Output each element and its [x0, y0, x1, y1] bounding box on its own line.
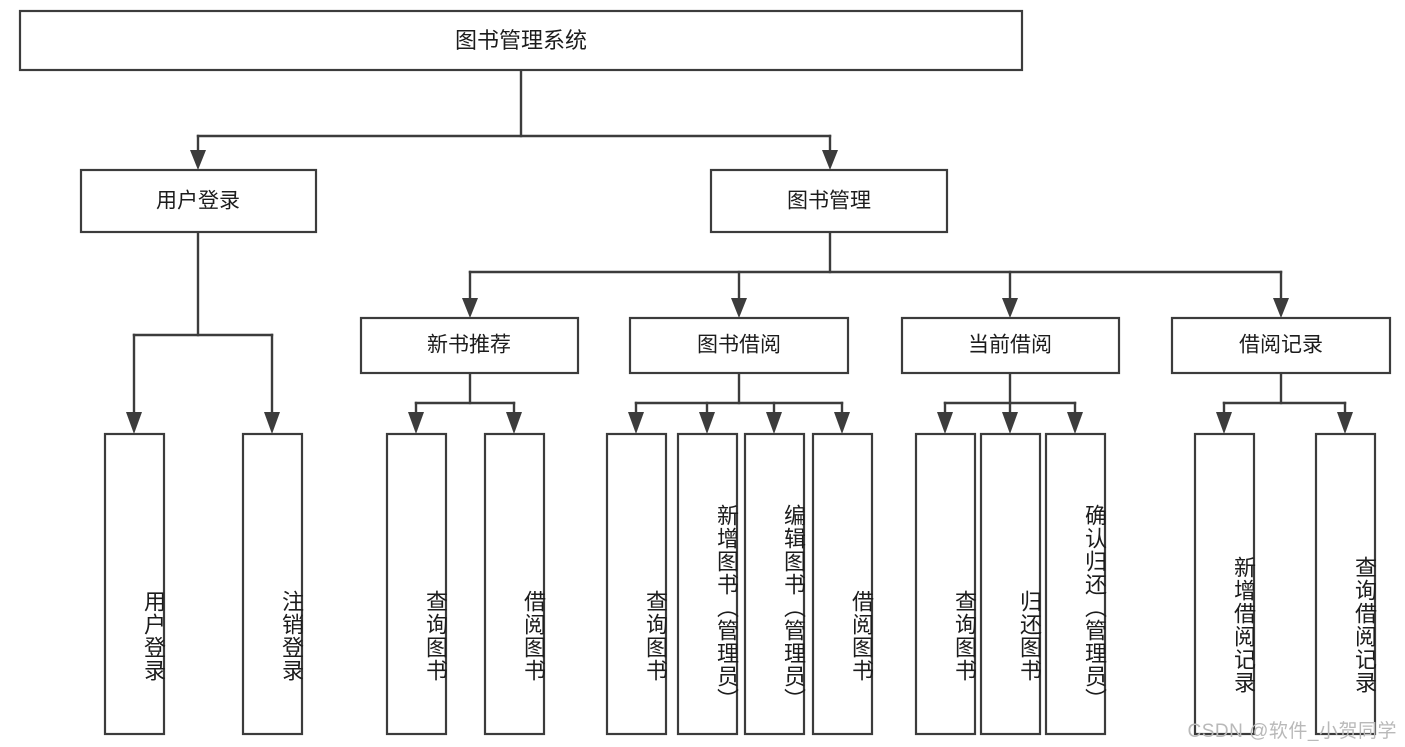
connector-group-current-borrow — [937, 371, 1083, 434]
arrow-user-login-leaf1 — [126, 412, 142, 434]
arrow-cb-leaf3 — [1067, 412, 1083, 434]
leaf-box-cb-return-book[interactable] — [979, 432, 1042, 736]
node-box-borrow-record[interactable] — [1170, 316, 1392, 375]
connector-group-root — [190, 68, 838, 170]
node-label-current-borrow: 当前借阅 — [968, 334, 1052, 357]
arrow-user-login-leaf2 — [264, 412, 280, 434]
arrow-bb-leaf2 — [699, 412, 715, 434]
leaf-box-cb-confirm-return[interactable] — [1044, 432, 1107, 736]
node-box-new-book-recommend[interactable] — [359, 316, 580, 375]
node-label-book-borrow: 图书借阅 — [697, 334, 781, 357]
leaf-box-nb-borrow-book[interactable] — [483, 432, 546, 736]
arrow-bm-to-borrow-record — [1273, 298, 1289, 318]
arrow-nb-leaf1 — [408, 412, 424, 434]
node-label-borrow-record: 借阅记录 — [1239, 334, 1323, 357]
leaf-box-cb-query-book[interactable] — [914, 432, 977, 736]
arrow-bb-leaf4 — [834, 412, 850, 434]
leaf-box-user-login[interactable] — [103, 432, 166, 736]
leaf-box-br-add-record[interactable] — [1193, 432, 1256, 736]
connector-group-book-mgmt — [462, 230, 1289, 318]
leaf-box-bb-query-book[interactable] — [605, 432, 668, 736]
node-box-book-borrow[interactable] — [628, 316, 850, 375]
leaf-box-nb-query-book[interactable] — [385, 432, 448, 736]
arrow-nb-leaf2 — [506, 412, 522, 434]
node-box-user-login[interactable] — [79, 168, 318, 234]
node-label-user-login: 用户登录 — [156, 190, 240, 213]
arrow-bb-leaf3 — [766, 412, 782, 434]
leaf-box-bb-add-book[interactable] — [676, 432, 739, 736]
node-box-system-title[interactable] — [18, 9, 1024, 72]
node-label-system-title: 图书管理系统 — [455, 28, 587, 53]
arrow-cb-leaf2 — [1002, 412, 1018, 434]
node-label-new-book-recommend: 新书推荐 — [427, 334, 511, 357]
arrow-root-to-book-mgmt — [822, 150, 838, 170]
arrow-br-leaf2 — [1337, 412, 1353, 434]
arrow-cb-leaf1 — [937, 412, 953, 434]
leaf-box-br-query-record[interactable] — [1314, 432, 1377, 736]
node-box-book-management[interactable] — [709, 168, 949, 234]
connector-group-user-login — [126, 230, 280, 434]
arrow-bb-leaf1 — [628, 412, 644, 434]
connector-group-book-borrow — [628, 371, 850, 434]
arrow-br-leaf1 — [1216, 412, 1232, 434]
leaf-box-bb-edit-book[interactable] — [743, 432, 806, 736]
arrow-bm-to-new-book — [462, 298, 478, 318]
connector-group-new-book — [408, 371, 522, 434]
arrow-bm-to-current-borrow — [1002, 298, 1018, 318]
node-label-book-management: 图书管理 — [787, 190, 871, 213]
arrow-root-to-user-login — [190, 150, 206, 170]
node-box-current-borrow[interactable] — [900, 316, 1121, 375]
arrow-bm-to-book-borrow — [731, 298, 747, 318]
connector-group-borrow-record — [1216, 371, 1353, 434]
csdn-watermark: CSDN @软件_小贺同学 — [1187, 721, 1397, 742]
leaf-box-bb-borrow-book[interactable] — [811, 432, 874, 736]
leaf-box-logout[interactable] — [241, 432, 304, 736]
